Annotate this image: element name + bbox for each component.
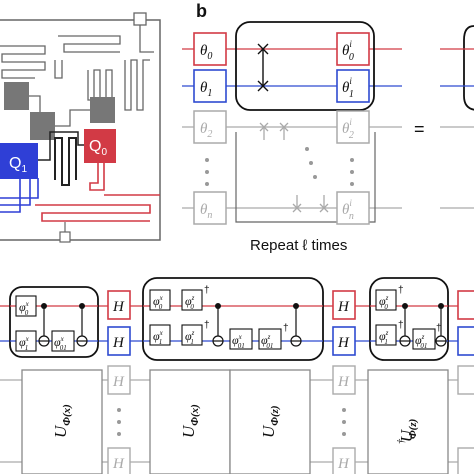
theta-gate-n — [193, 191, 227, 225]
unitary-label-4: U†Φ(z) — [396, 419, 419, 444]
readout-red — [35, 163, 160, 222]
theta-gate-0-label: θ0 — [200, 43, 212, 62]
svg-text:†: † — [398, 285, 404, 296]
theta-gate-1-label: θ1 — [200, 80, 212, 99]
svg-text:φz1: φz1 — [379, 329, 389, 346]
svg-text:φz1: φz1 — [185, 329, 195, 346]
top-pad — [133, 12, 147, 26]
svg-text:φz0: φz0 — [379, 294, 389, 311]
unitary-box-4 — [367, 369, 449, 474]
theta-i-gate-n — [336, 191, 370, 225]
meander-right — [124, 59, 150, 111]
chip-panel: Q1 Q0 — [0, 12, 161, 243]
svg-text:φx1: φx1 — [19, 335, 30, 352]
equals-sign: = — [414, 119, 425, 139]
cutoff-block — [463, 25, 474, 111]
qubit-q0 — [84, 129, 116, 163]
pad-connector — [29, 95, 90, 127]
meander-vertical — [87, 69, 113, 101]
unitary-label-2: UΦ(x) — [179, 404, 201, 438]
theta-gate-2-label: θ2 — [200, 121, 212, 140]
unitary-box-3 — [229, 369, 311, 474]
repeat-bracket — [235, 132, 376, 223]
theta-gate-n-label: θn — [200, 202, 212, 221]
unitary-box-1 — [21, 369, 103, 474]
top-pad-line — [139, 25, 154, 53]
svg-text:H: H — [337, 299, 350, 315]
theta-i-gate-1 — [336, 69, 370, 103]
meander-left — [0, 45, 46, 79]
swap-q0-q1 — [257, 43, 269, 92]
svg-text:H: H — [337, 374, 350, 390]
qubit-q0-label: Q0 — [89, 138, 107, 158]
coupler — [38, 131, 84, 161]
svg-text:†: † — [398, 320, 404, 331]
encoding-panel: b θ0 θ1 θ2 θn — [182, 1, 474, 254]
unitary-label-1: UΦ(x) — [51, 404, 73, 438]
svg-text:φx0: φx0 — [153, 294, 164, 311]
theta-gate-1 — [193, 69, 227, 103]
svg-text:H: H — [112, 374, 125, 390]
svg-text:φz0: φz0 — [185, 294, 195, 311]
pad-gray-1 — [4, 82, 29, 110]
repeat-block — [235, 21, 375, 111]
vertical-dots — [205, 147, 354, 186]
svg-text:H: H — [112, 335, 125, 351]
svg-text:†: † — [204, 285, 210, 296]
qubit-q1-label: Q1 — [9, 155, 27, 175]
svg-text:H: H — [112, 456, 125, 472]
svg-text:†: † — [283, 323, 289, 334]
repeat-label: Repeat ℓ times — [250, 237, 347, 254]
svg-text:φx0: φx0 — [19, 300, 30, 317]
panel-b-label: b — [196, 1, 207, 21]
h-gates-1: H H H H — [107, 290, 131, 474]
svg-text:H: H — [337, 456, 350, 472]
pad-gray-2 — [30, 112, 55, 140]
pad-gray-3 — [90, 97, 115, 123]
svg-text:H: H — [112, 299, 125, 315]
h-gates-3 — [457, 290, 474, 474]
bottom-pad — [59, 231, 71, 243]
svg-text:†: † — [204, 320, 210, 331]
h-gates-2: H H H H — [332, 290, 356, 474]
svg-text:H: H — [337, 335, 350, 351]
unitary-label-3: UΦ(z) — [259, 405, 281, 438]
coupler-meander — [54, 137, 77, 186]
theta-gate-2 — [193, 110, 227, 144]
readout-blue — [0, 178, 39, 213]
qubit-q1 — [0, 143, 38, 179]
swap-gates-gray — [259, 122, 329, 213]
svg-text:†: † — [436, 323, 442, 334]
theta-i-gate-2 — [336, 110, 370, 144]
theta-gate-0 — [193, 32, 227, 66]
theta-i-gate-0 — [336, 32, 370, 66]
svg-text:φx1: φx1 — [153, 329, 164, 346]
chip-frame — [0, 19, 161, 241]
meander-upper — [54, 35, 121, 79]
